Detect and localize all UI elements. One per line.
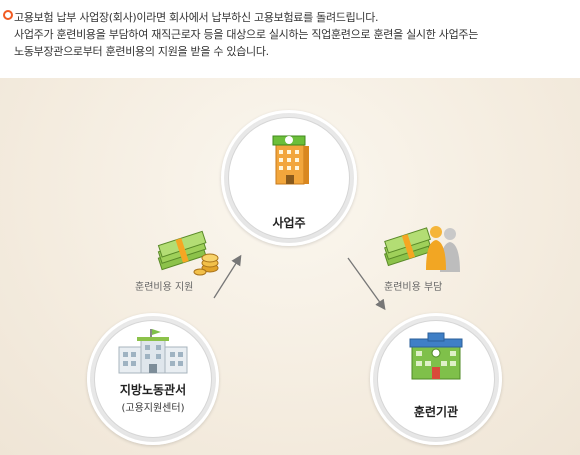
training-institution-node: 훈련기관 [370,313,502,445]
labor-office-node: 지방노동관서 (고용지원센터) [87,313,219,445]
office-building-icon [272,135,309,185]
arrow-office-to-employer [213,254,242,299]
intro-text-block: 고용보험 납부 사업장(회사)이라면 회사에서 납부하신 고용보험료를 돌려드립… [0,0,580,80]
support-flow-label: 훈련비용 지원 [135,282,194,293]
government-building-icon [118,329,188,374]
training-institution-label: 훈련기관 [413,405,459,419]
intro-line-2: 사업주가 훈련비용을 부담하여 재직근로자 등을 대상으로 실시하는 직업훈련으… [14,28,479,41]
money-stack-with-people-icon [384,226,460,272]
payment-flow-label: 훈련비용 부담 [384,282,443,293]
orange-circle-bullet-icon [3,10,13,20]
school-building-icon [409,332,463,380]
employer-node: 사업주 [221,110,357,246]
labor-office-sublabel: (고용지원센터) [121,403,185,414]
intro-line-3: 노동부장관으로부터 훈련비용의 지원을 받을 수 있습니다. [14,45,269,58]
employer-label: 사업주 [272,216,306,230]
arrow-employer-to-institution [347,257,386,311]
money-stack-with-coins-icon [157,230,219,276]
intro-line-1: 고용보험 납부 사업장(회사)이라면 회사에서 납부하신 고용보험료를 돌려드립… [14,11,379,24]
labor-office-label: 지방노동관서 [119,383,187,397]
